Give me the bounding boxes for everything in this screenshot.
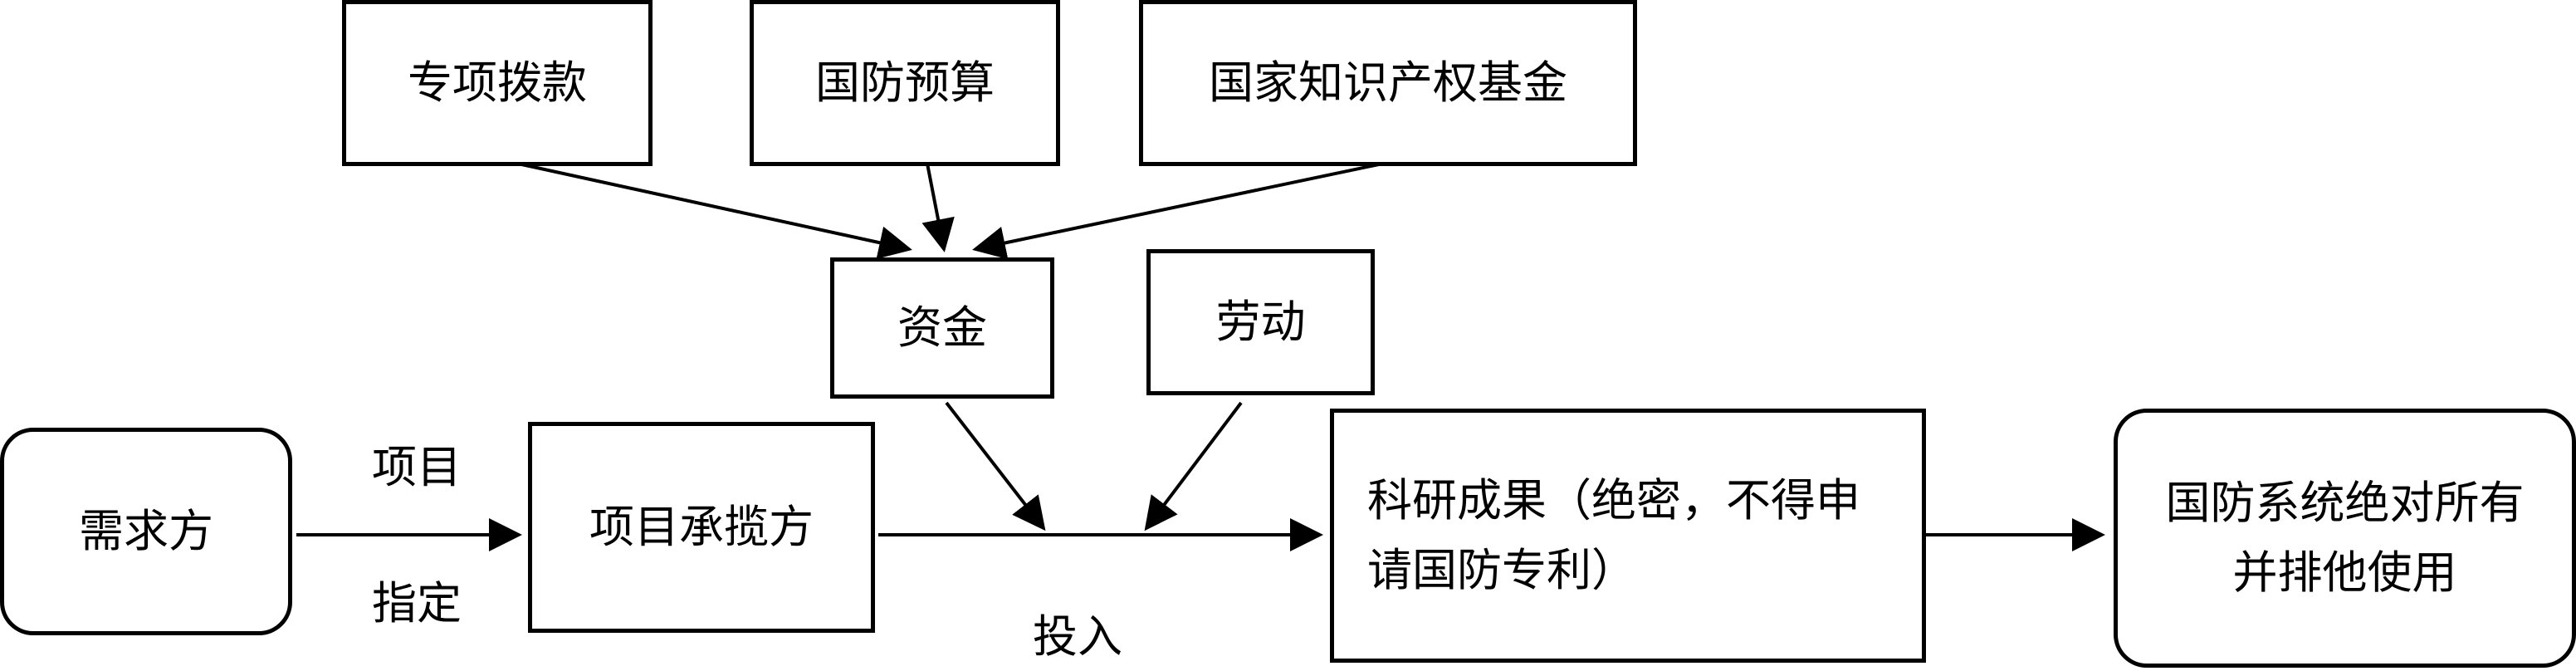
arrow-appropriation-to-funds bbox=[506, 159, 912, 259]
node-national-ip-fund: 国家知识产权基金 bbox=[1139, 0, 1637, 166]
arrow-labor-to-input bbox=[1144, 401, 1243, 531]
node-label: 劳动 bbox=[1215, 295, 1306, 348]
node-labor: 劳动 bbox=[1146, 249, 1375, 395]
arrow-ipfund-to-funds bbox=[972, 159, 1396, 260]
node-research-result: 科研成果（绝密，不得申请国防专利） bbox=[1330, 409, 1926, 663]
node-label: 需求方 bbox=[79, 504, 213, 557]
node-special-appropriation: 专项拨款 bbox=[342, 0, 653, 166]
node-demand-party: 需求方 bbox=[0, 428, 292, 635]
node-label: 国家知识产权基金 bbox=[1209, 56, 1567, 109]
node-label: 国防系统绝对所有并排他使用 bbox=[2165, 477, 2525, 599]
edge-label-project: 项目 bbox=[372, 441, 462, 493]
arrow-budget-to-funds bbox=[921, 163, 955, 252]
node-funds: 资金 bbox=[830, 257, 1054, 399]
node-label: 科研成果（绝密，不得申请国防专利） bbox=[1367, 474, 1860, 596]
node-defense-ownership: 国防系统绝对所有并排他使用 bbox=[2114, 409, 2576, 668]
node-project-contractor: 项目承揽方 bbox=[528, 422, 875, 633]
node-label: 项目承揽方 bbox=[589, 500, 814, 553]
arrow-funds-to-input bbox=[945, 401, 1046, 531]
edge-label-designate: 指定 bbox=[372, 577, 462, 629]
node-label: 资金 bbox=[897, 301, 987, 354]
node-label: 专项拨款 bbox=[408, 56, 587, 109]
node-defense-budget: 国防预算 bbox=[750, 0, 1060, 166]
edge-label-input: 投入 bbox=[1033, 610, 1122, 663]
node-label: 国防预算 bbox=[815, 56, 995, 109]
